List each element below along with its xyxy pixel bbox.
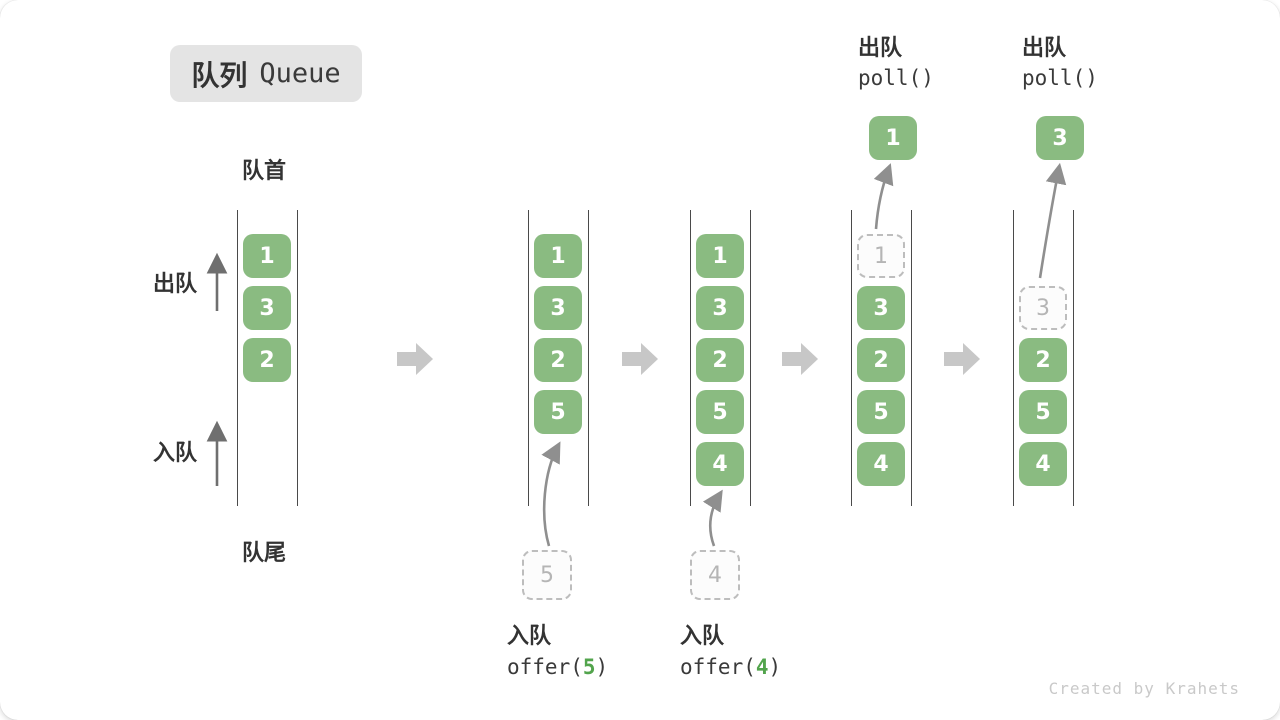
queue-state-3: 1 3 2 5 4 (690, 210, 751, 506)
queue-element: 1 (696, 234, 744, 278)
code-offer-5-fn: offer( (507, 655, 583, 679)
queue-element: 4 (696, 442, 744, 486)
title-badge: 队列 Queue (170, 45, 362, 102)
queue-element: 1 (534, 234, 582, 278)
staged-element-5: 5 (522, 550, 572, 600)
title-en: Queue (259, 58, 341, 89)
queue-element: 5 (534, 390, 582, 434)
code-poll-1: poll() (858, 66, 934, 90)
label-queue-front: 队首 (242, 159, 287, 184)
code-offer-5-arg: 5 (582, 655, 596, 679)
removed-element-slot: 3 (1019, 286, 1067, 330)
code-offer-4-close: ) (768, 655, 782, 679)
queue-state-5: 3 2 5 4 (1013, 210, 1074, 506)
extracted-element-3: 3 (1036, 116, 1084, 160)
label-dequeue-op-1: 出队 (858, 36, 903, 61)
code-offer-4: offer(4) (680, 655, 781, 679)
queue-element: 3 (534, 286, 582, 330)
queue-element: 4 (857, 442, 905, 486)
queue-state-2: 1 3 2 5 (528, 210, 589, 506)
right-block-arrow-icon (782, 343, 818, 375)
code-offer-4-arg: 4 (755, 655, 769, 679)
label-enqueue-op-4: 入队 (680, 624, 725, 649)
queue-state-4: 1 3 2 5 4 (851, 210, 912, 506)
queue-element: 3 (857, 286, 905, 330)
queue-element: 4 (1019, 442, 1067, 486)
label-queue-rear: 队尾 (242, 541, 287, 566)
watermark: Created by Krahets (1048, 679, 1240, 698)
staged-element-4: 4 (690, 550, 740, 600)
code-poll-2: poll() (1022, 66, 1098, 90)
queue-element: 2 (243, 338, 291, 382)
queue-element: 2 (1019, 338, 1067, 382)
queue-element: 2 (857, 338, 905, 382)
right-block-arrow-icon (397, 343, 433, 375)
queue-element: 3 (696, 286, 744, 330)
queue-element: 5 (857, 390, 905, 434)
code-offer-5-close: ) (595, 655, 609, 679)
queue-element: 3 (243, 286, 291, 330)
queue-element: 5 (1019, 390, 1067, 434)
label-dequeue-op-2: 出队 (1022, 36, 1067, 61)
removed-element-slot: 1 (857, 234, 905, 278)
code-offer-5: offer(5) (507, 655, 608, 679)
extracted-element-1: 1 (869, 116, 917, 160)
right-block-arrow-icon (944, 343, 980, 375)
queue-element: 2 (696, 338, 744, 382)
label-enqueue-op-5: 入队 (507, 624, 552, 649)
label-enqueue-side: 入队 (153, 441, 198, 466)
right-block-arrow-icon (622, 343, 658, 375)
queue-element: 2 (534, 338, 582, 382)
queue-state-1: 1 3 2 (237, 210, 298, 506)
label-dequeue-side: 出队 (153, 272, 198, 297)
queue-element: 5 (696, 390, 744, 434)
title-zh: 队列 (191, 58, 248, 92)
code-offer-4-fn: offer( (680, 655, 756, 679)
queue-element: 1 (243, 234, 291, 278)
